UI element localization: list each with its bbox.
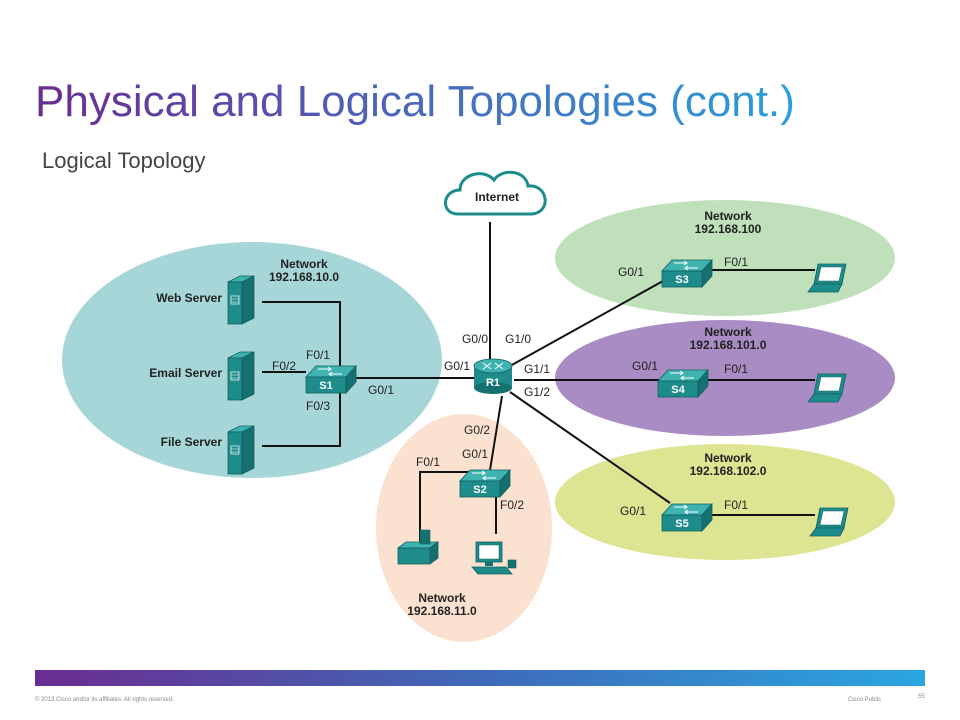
switch-s3-label: S3 bbox=[675, 274, 688, 286]
port-label-s1-f0-2: F0/2 bbox=[272, 359, 296, 373]
network-area-192-168-100 bbox=[555, 200, 895, 316]
network-label-line1: Network bbox=[280, 257, 328, 271]
file-server-label: File Server bbox=[161, 435, 223, 449]
email-server-label: Email Server bbox=[149, 366, 222, 380]
network-label-192-168-100: Network 192.168.100 bbox=[695, 209, 762, 236]
connection-lines bbox=[262, 222, 815, 545]
network-label-192-168-102-0: Network 192.168.102.0 bbox=[690, 451, 767, 478]
internet-cloud: Internet bbox=[444, 170, 547, 216]
slide-subtitle: Logical Topology bbox=[42, 148, 206, 173]
network-label-line1: Network bbox=[704, 325, 752, 339]
port-label-s2-f0-1: F0/1 bbox=[416, 455, 440, 469]
port-label-r1-g1-0: G1/0 bbox=[505, 332, 531, 346]
network-label-192-168-10-0: Network 192.168.10.0 bbox=[269, 257, 339, 284]
email-server-icon bbox=[227, 351, 255, 401]
port-label-s1-f0-3: F0/3 bbox=[306, 399, 330, 413]
router-r1-label: R1 bbox=[486, 377, 500, 389]
port-label-s2-f0-2: F0/2 bbox=[500, 498, 524, 512]
network-label-line2: 192.168.102.0 bbox=[690, 464, 767, 478]
switch-s3: S3 bbox=[661, 259, 713, 288]
network-label-line2: 192.168.10.0 bbox=[269, 270, 339, 284]
footer-copyright: © 2013 Cisco and/or its affiliates. All … bbox=[35, 697, 174, 703]
port-label-s4-g0-1: G0/1 bbox=[632, 359, 658, 373]
switch-s5-label: S5 bbox=[675, 518, 688, 530]
network-label-line2: 192.168.11.0 bbox=[407, 604, 477, 618]
internet-label: Internet bbox=[475, 190, 519, 204]
port-label-r1-g0-0: G0/0 bbox=[462, 332, 488, 346]
port-label-r1-g1-1: G1/1 bbox=[524, 362, 550, 376]
switch-s4: S4 bbox=[657, 369, 709, 398]
port-label-r1-g0-1: G0/1 bbox=[444, 359, 470, 373]
port-label-r1-g0-2: G0/2 bbox=[464, 423, 490, 437]
network-label-line2: 192.168.100 bbox=[695, 222, 762, 236]
network-area-192-168-101-0 bbox=[555, 320, 895, 436]
network-area-192-168-102-0 bbox=[555, 444, 895, 560]
port-label-s5-f0-1: F0/1 bbox=[724, 498, 748, 512]
router-r1: R1 bbox=[473, 358, 513, 394]
port-label-s1-g0-1: G0/1 bbox=[368, 383, 394, 397]
footer-gradient-bar bbox=[35, 670, 925, 686]
switch-s2: S2 bbox=[459, 469, 511, 498]
footer-classification: Cisco Public bbox=[848, 697, 882, 703]
switch-s2-label: S2 bbox=[473, 484, 486, 496]
switch-s1-label: S1 bbox=[319, 380, 332, 392]
port-label-s3-f0-1: F0/1 bbox=[724, 255, 748, 269]
web-server-icon bbox=[227, 275, 255, 325]
switch-s1: S1 bbox=[305, 365, 357, 394]
port-label-s2-g0-1: G0/1 bbox=[462, 447, 488, 461]
network-label-line1: Network bbox=[704, 451, 752, 465]
port-label-s5-g0-1: G0/1 bbox=[620, 504, 646, 518]
slide-title: Physical and Logical Topologies (cont.) bbox=[35, 74, 795, 130]
network-label-192-168-101-0: Network 192.168.101.0 bbox=[690, 325, 767, 352]
port-label-s3-g0-1: G0/1 bbox=[618, 265, 644, 279]
port-label-r1-g1-2: G1/2 bbox=[524, 385, 550, 399]
network-label-line2: 192.168.101.0 bbox=[690, 338, 767, 352]
switch-s4-label: S4 bbox=[671, 384, 685, 396]
web-server-label: Web Server bbox=[156, 291, 222, 305]
page-number: 55 bbox=[918, 694, 925, 700]
network-label-line1: Network bbox=[418, 591, 466, 605]
network-label-line1: Network bbox=[704, 209, 752, 223]
file-server-icon bbox=[227, 425, 255, 475]
network-label-192-168-11-0: Network 192.168.11.0 bbox=[407, 591, 477, 618]
port-label-s1-f0-1: F0/1 bbox=[306, 348, 330, 362]
switch-s5: S5 bbox=[661, 503, 713, 532]
port-label-s4-f0-1: F0/1 bbox=[724, 362, 748, 376]
